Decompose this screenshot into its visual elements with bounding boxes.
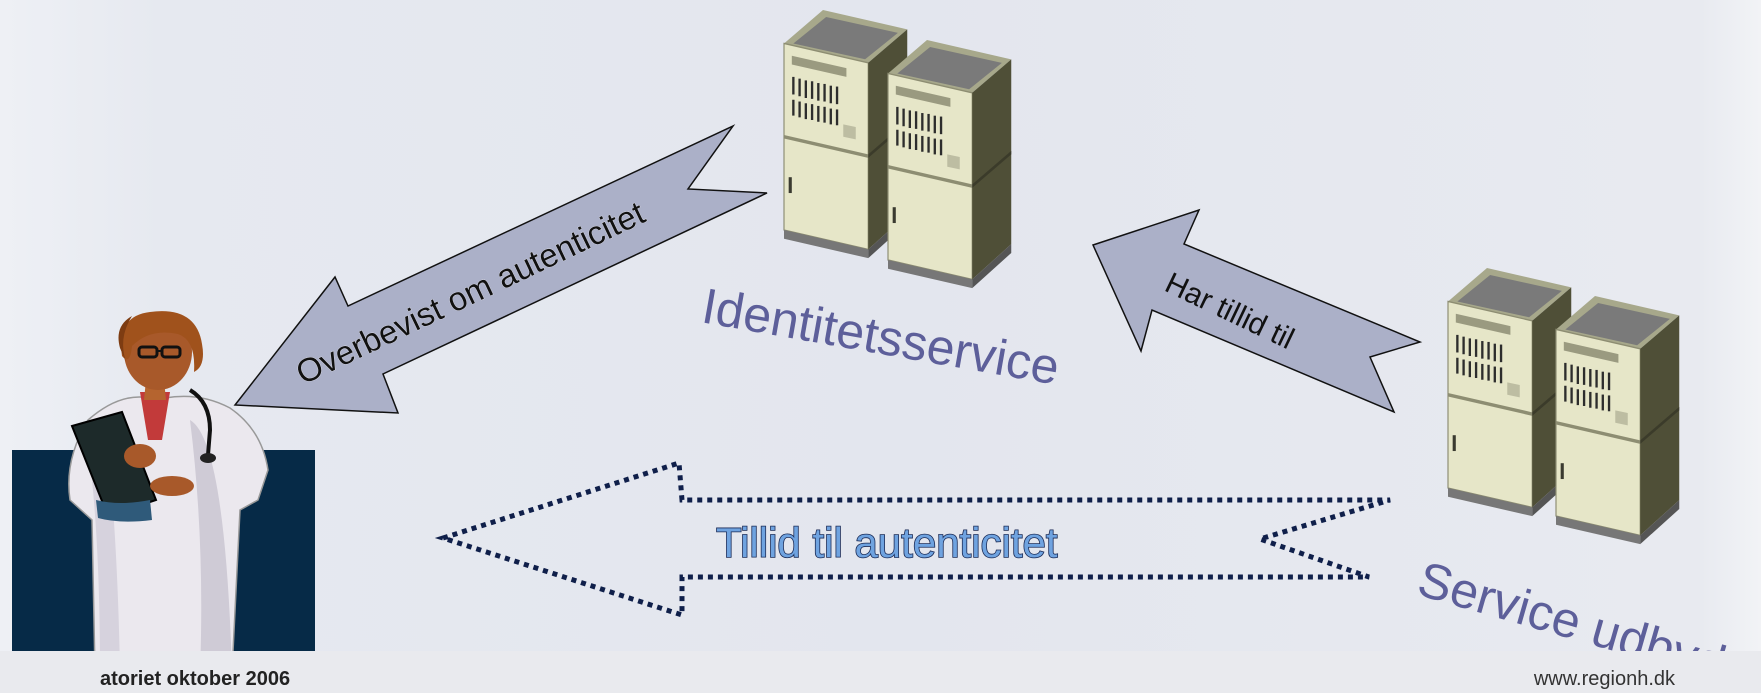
convinced-arrow: Overbevist om autenticitet [233, 124, 768, 414]
trust-arrow: Har tillid til [1091, 208, 1423, 414]
footer-date-text: atoriet oktober 2006 [100, 668, 291, 690]
identity-service-label: Identitetsservice [698, 278, 1064, 396]
footer-bar [0, 651, 1761, 693]
trust-authenticity-arrow: Tillid til autenticitet [434, 459, 1391, 619]
convinced-arrow-label: Overbevist om autenticitet [290, 194, 650, 392]
footer-url[interactable]: www.regionh.dk [1533, 668, 1675, 690]
doctor-figure-icon [68, 311, 269, 693]
service-provider-server-icon [1446, 266, 1681, 546]
identity-service-server-icon [782, 8, 1013, 290]
trust-authenticity-label: Tillid til autenticitet [716, 519, 1058, 566]
